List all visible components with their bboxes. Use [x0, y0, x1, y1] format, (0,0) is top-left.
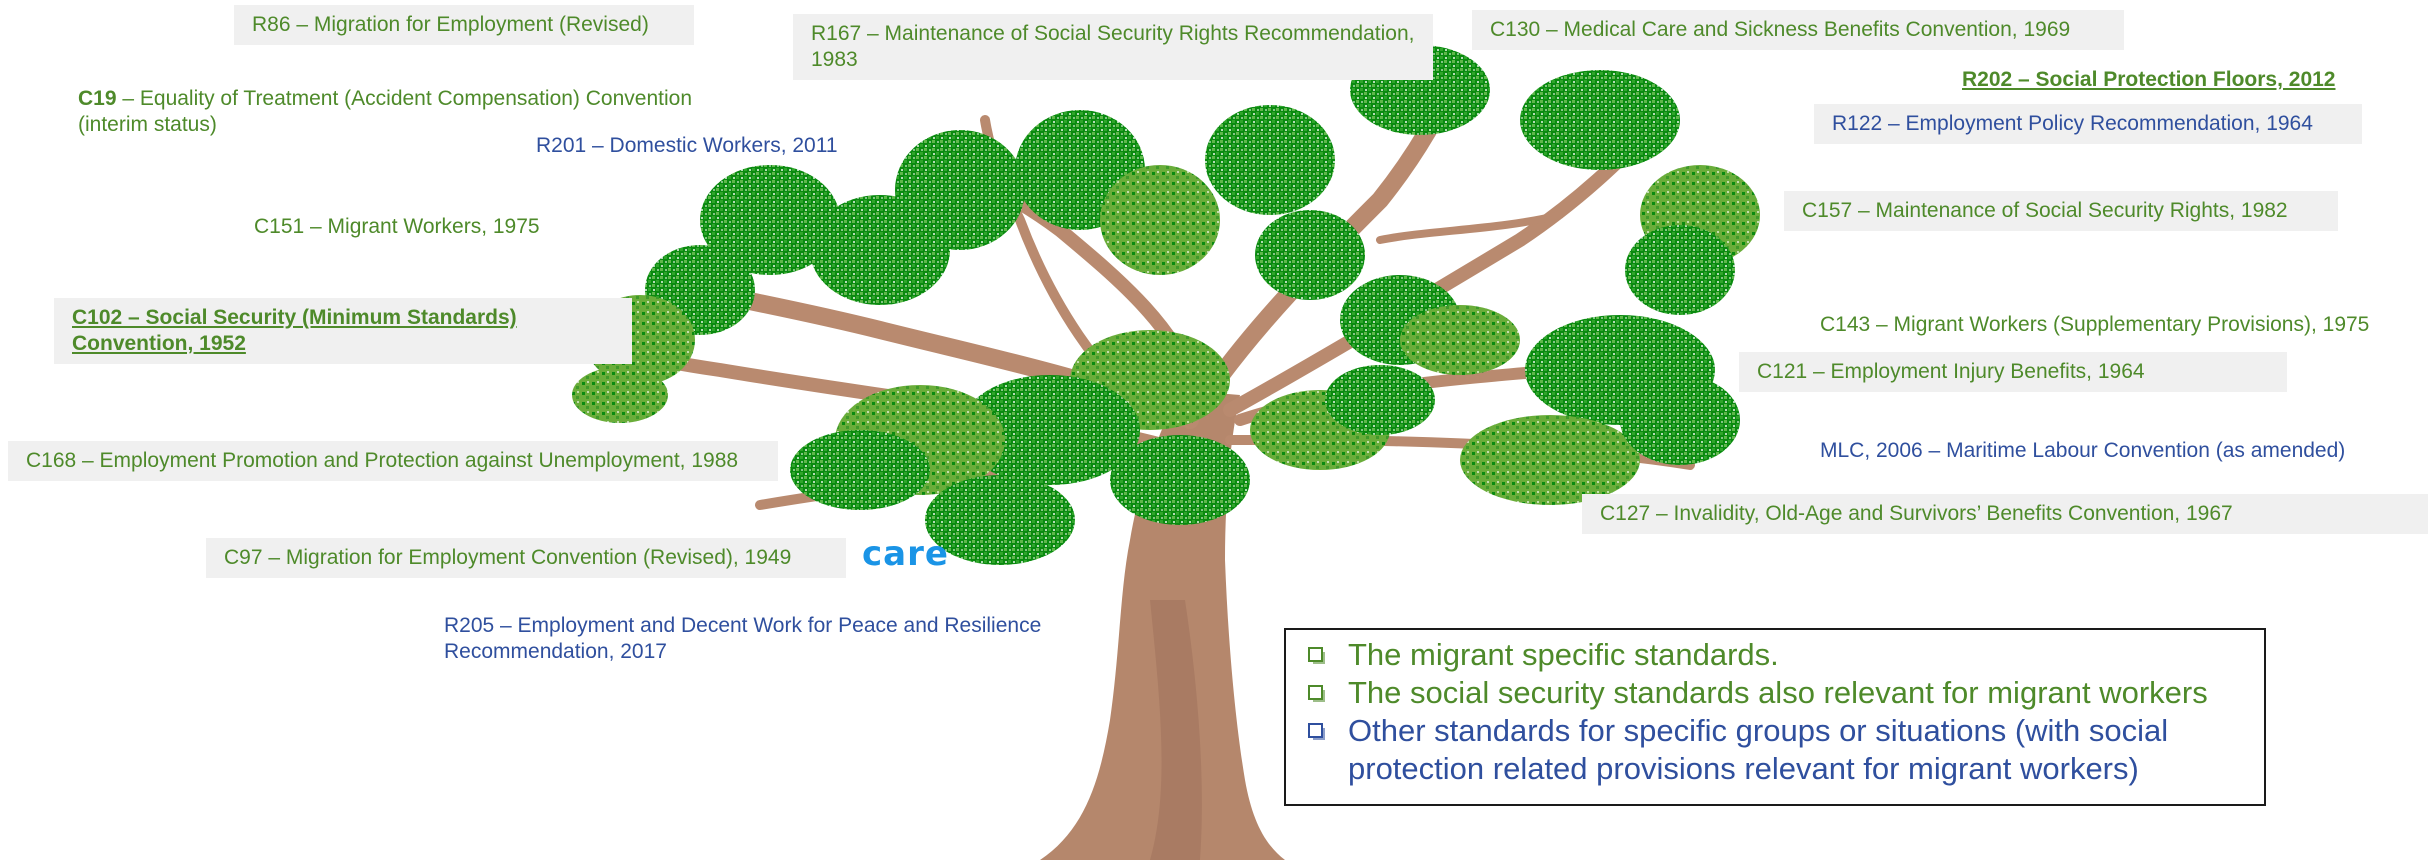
legend-item-migrant-specific: The migrant specific standards.: [1304, 636, 2264, 674]
label-c151: C151 – Migrant Workers, 1975: [254, 215, 540, 238]
label-c121: C121 – Employment Injury Benefits, 1964: [1739, 352, 2287, 392]
label-c19: C19 – Equality of Treatment (Accident Co…: [60, 79, 780, 145]
label-r86: R86 – Migration for Employment (Revised): [234, 5, 694, 45]
legend-item-social-security: The social security standards also relev…: [1304, 674, 2264, 712]
tree-foliage: [572, 45, 1760, 565]
central-word: care: [862, 534, 949, 574]
label-c19-code: C19: [78, 87, 117, 110]
label-c97: C97 – Migration for Employment Conventio…: [206, 538, 846, 578]
legend-box: The migrant specific standards. The soci…: [1284, 628, 2266, 806]
label-r122: R122 – Employment Policy Recommendation,…: [1814, 104, 2362, 144]
label-c143: C143 – Migrant Workers (Supplementary Pr…: [1820, 313, 2370, 336]
label-r201: R201 – Domestic Workers, 2011: [536, 134, 838, 157]
label-mlc: MLC, 2006 – Maritime Labour Convention (…: [1820, 439, 2346, 462]
checkbox-square-icon: [1308, 647, 1325, 664]
checkbox-square-icon: [1308, 723, 1325, 740]
legend-text: The migrant specific standards.: [1348, 637, 1779, 672]
label-r167: R167 – Maintenance of Social Security Ri…: [793, 14, 1433, 80]
legend-item-other-standards: Other standards for specific groups or s…: [1304, 712, 2264, 788]
label-c168: C168 – Employment Promotion and Protecti…: [8, 441, 778, 481]
label-c19-title: – Equality of Treatment (Accident Compen…: [78, 87, 693, 136]
label-r202: R202 – Social Protection Floors, 2012: [1962, 68, 2336, 91]
label-c130: C130 – Medical Care and Sickness Benefit…: [1472, 10, 2124, 50]
legend-text: The social security standards also relev…: [1348, 675, 2208, 710]
label-c102: C102 – Social Security (Minimum Standard…: [54, 298, 632, 364]
checkbox-square-icon: [1308, 685, 1325, 702]
label-c127: C127 – Invalidity, Old-Age and Survivors…: [1582, 494, 2428, 534]
label-c157: C157 – Maintenance of Social Security Ri…: [1784, 191, 2338, 231]
label-r205: R205 – Employment and Decent Work for Pe…: [444, 614, 1042, 663]
legend-text: Other standards for specific groups or s…: [1348, 713, 2169, 786]
